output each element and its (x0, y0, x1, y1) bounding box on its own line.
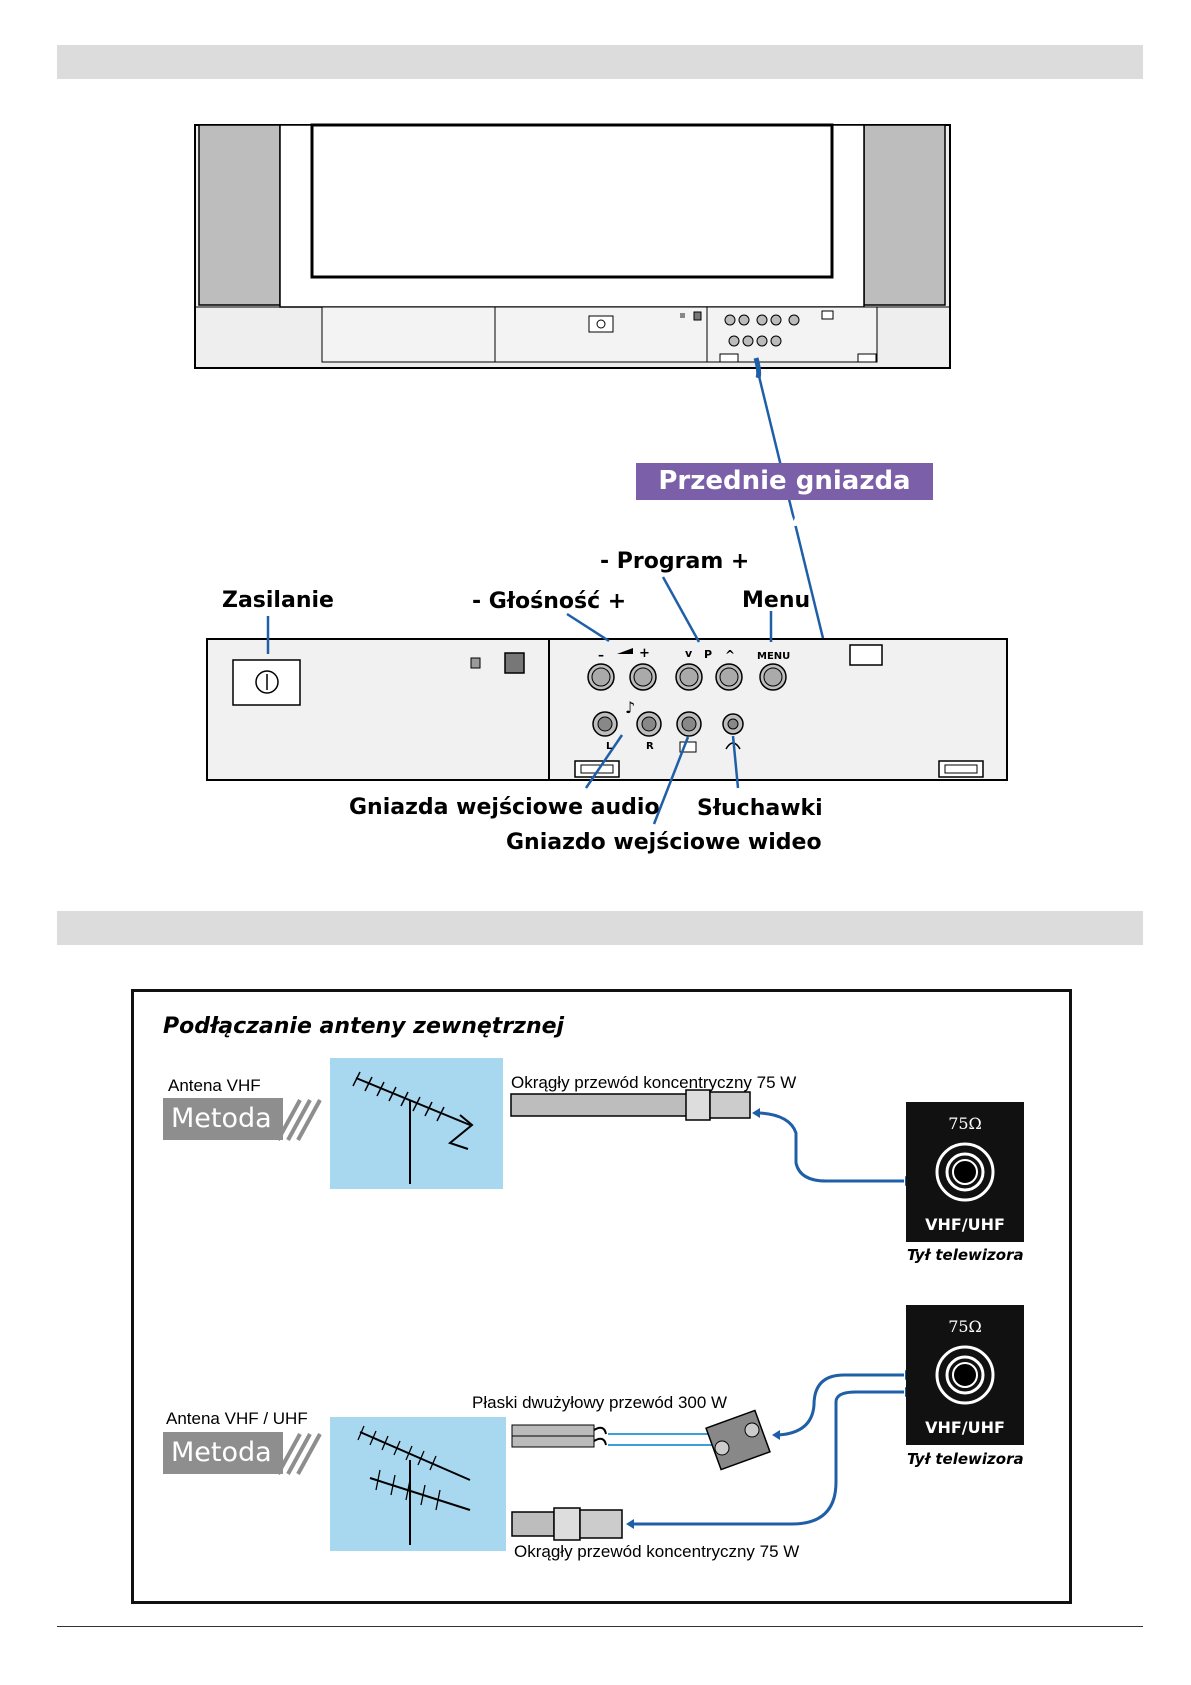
section-header-band-top (57, 45, 1143, 79)
label-power: Zasilanie (222, 588, 334, 613)
method2-flat-cable-label: Płaski dwużyłowy przewód 300 W (472, 1393, 728, 1412)
mark-down: v (685, 647, 693, 660)
label-audio-in: Gniazda wejściowe audio (349, 795, 660, 820)
mark-plus: + (639, 646, 650, 661)
label-headphones: Słuchawki (697, 796, 823, 821)
mark-menu: MENU (757, 651, 791, 662)
note-icon: ♪ (625, 698, 636, 717)
tv-back-ohm-label: 75Ω (948, 1114, 982, 1133)
label-video-in: Gniazdo wejściowe wideo (506, 830, 822, 855)
label-volume: - Głośność + (472, 589, 627, 614)
label-menu: Menu (742, 588, 811, 613)
tv-screen (310, 123, 834, 279)
method1-antenna-label: Antena VHF (168, 1076, 261, 1095)
volume-wedge-icon (617, 648, 633, 654)
vhf-antenna-icon (352, 1071, 474, 1184)
footer-rule (57, 1626, 1143, 1627)
section-header-band-bottom (57, 911, 1143, 945)
tv-back-port-2: 75Ω VHF/UHF (906, 1305, 1024, 1445)
method2-label: Metoda 2 (163, 1432, 283, 1510)
tv-front-illustration (194, 123, 1008, 825)
method2-coax-label: Okrągły przewód koncentryczny 75 W (514, 1542, 800, 1561)
mark-minus: – (598, 648, 604, 662)
tv-back-ohm-label: 75Ω (948, 1317, 982, 1336)
method1-cable-label: Okrągły przewód koncentryczny 75 W (511, 1073, 797, 1092)
tv-back-caption-1: Tył telewizora (907, 1246, 1024, 1264)
tv-back-caption-2: Tył telewizora (907, 1450, 1024, 1468)
antenna-title: Podłączanie anteny zewnętrznej (163, 1014, 565, 1039)
mark-p: P (704, 648, 713, 661)
rf-socket-icon (935, 1345, 995, 1405)
rf-socket-icon (935, 1142, 995, 1202)
balun-adapter-icon (705, 1409, 771, 1471)
method2-antenna-label: Antena VHF / UHF (166, 1409, 308, 1428)
right-speaker (863, 124, 946, 306)
method1-label: Metoda 1 (163, 1098, 283, 1176)
front-av-tag: Przednie gniazda AV (636, 463, 933, 533)
tv-back-port-label: VHF/UHF (925, 1215, 1005, 1234)
antenna-diagram-frame (131, 989, 1072, 1604)
mark-l: L (606, 741, 613, 752)
tv-back-port-1: 75Ω VHF/UHF (906, 1102, 1024, 1242)
label-program: - Program + (600, 549, 750, 574)
mark-up: ^ (725, 648, 736, 662)
vhf-uhf-antenna-icon (357, 1425, 471, 1545)
mark-r: R (646, 741, 654, 752)
tv-back-port-label: VHF/UHF (925, 1418, 1005, 1437)
